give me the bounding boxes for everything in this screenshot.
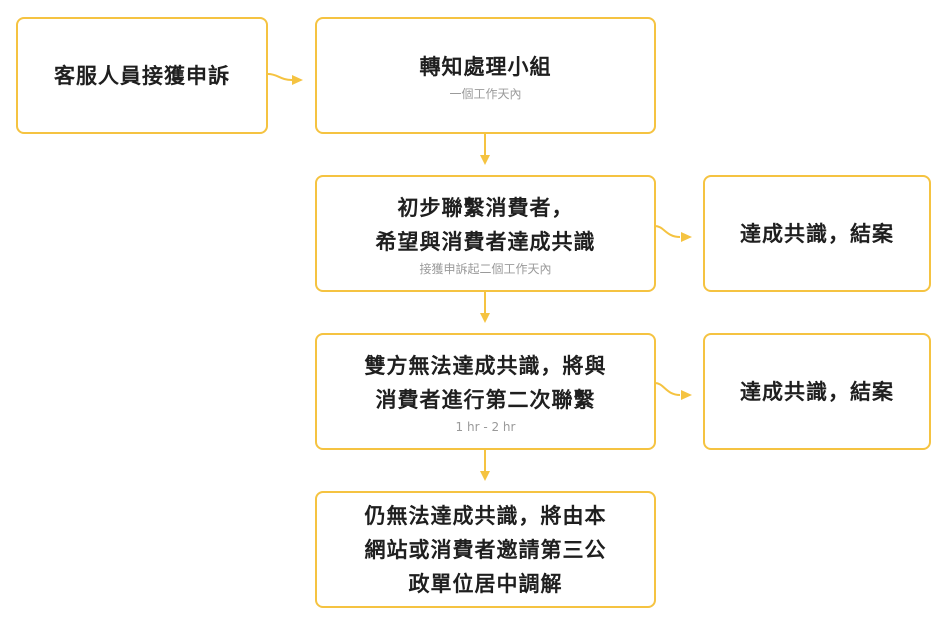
- arrowhead-second-to-mediation: [480, 471, 490, 481]
- box-first-contact: 初步聯繫消費者， 希望與消費者達成共識 接獲申訴起二個工作天內: [315, 175, 656, 292]
- arrow-receive-to-forward: [267, 73, 293, 81]
- second-contact-timeframe: 1 hr - 2 hr: [455, 419, 516, 434]
- mediation-line3: 政單位居中調解: [408, 571, 563, 596]
- arrowhead-forward-to-first: [480, 155, 490, 165]
- forward-title: 轉知處理小組: [419, 54, 552, 79]
- consensus-2-title: 達成共識，結案: [740, 379, 894, 404]
- arrow-first-to-consensus1: [654, 225, 681, 238]
- first-contact-timeframe: 接獲申訴起二個工作天內: [419, 261, 552, 276]
- box-consensus-close-2: 達成共識，結案: [703, 333, 931, 450]
- arrow-second-to-consensus2: [654, 382, 681, 396]
- consensus-1-title: 達成共識，結案: [740, 221, 894, 246]
- mediation-line2: 網站或消費者邀請第三公: [364, 537, 607, 562]
- box-receive-complaint: 客服人員接獲申訴: [16, 17, 268, 134]
- arrowhead-second-to-consensus2: [681, 390, 692, 400]
- mediation-line1: 仍無法達成共識，將由本: [364, 503, 607, 528]
- box-second-contact: 雙方無法達成共識，將與 消費者進行第二次聯繫 1 hr - 2 hr: [315, 333, 656, 450]
- box-forward-team: 轉知處理小組 一個工作天內: [315, 17, 656, 134]
- arrowhead-receive-to-forward: [292, 75, 303, 85]
- second-contact-line2: 消費者進行第二次聯繫: [375, 387, 596, 412]
- receive-title: 客服人員接獲申訴: [54, 63, 230, 88]
- first-contact-line1: 初步聯繫消費者，: [397, 195, 574, 220]
- box-consensus-close-1: 達成共識，結案: [703, 175, 931, 292]
- second-contact-line1: 雙方無法達成共識，將與: [364, 353, 607, 378]
- forward-timeframe: 一個工作天內: [449, 86, 522, 101]
- arrowhead-first-to-consensus1: [681, 232, 692, 242]
- arrowhead-first-to-second: [480, 313, 490, 323]
- first-contact-line2: 希望與消費者達成共識: [375, 229, 596, 254]
- box-mediation: 仍無法達成共識，將由本 網站或消費者邀請第三公 政單位居中調解: [315, 491, 656, 608]
